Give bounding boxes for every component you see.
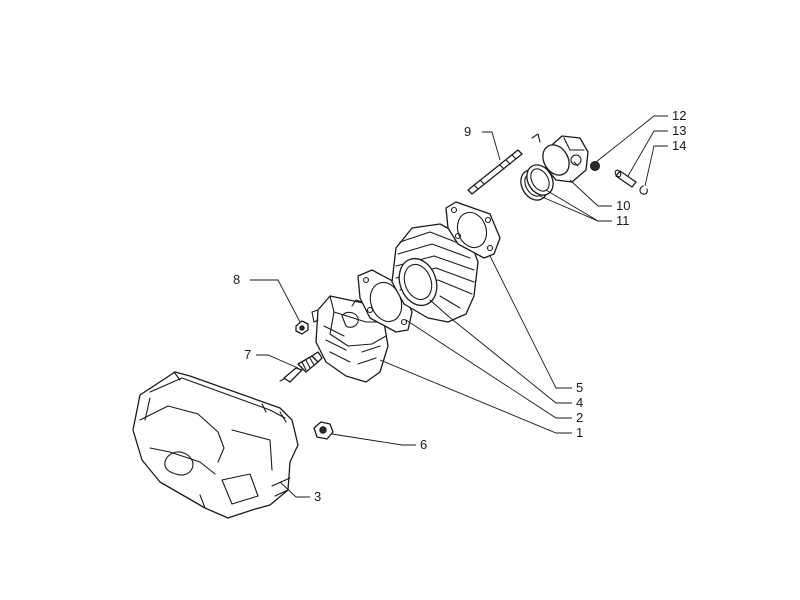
callout-10: 10: [616, 198, 631, 213]
part-6-nut: [313, 421, 334, 440]
callout-8: 8: [233, 272, 241, 287]
callout-1: 1: [576, 425, 584, 440]
callout-6: 6: [420, 437, 428, 452]
part-12-bearing: [590, 161, 600, 171]
part-14-circlip: [639, 185, 648, 195]
callout-13: 13: [672, 123, 687, 138]
callout-5: 5: [576, 380, 584, 395]
part-4-cylinder: [391, 223, 483, 323]
callout-7: 7: [244, 347, 252, 362]
leader-lines: [250, 115, 668, 498]
callout-12: 12: [672, 108, 687, 123]
callout-2: 2: [576, 410, 584, 425]
callout-14: 14: [672, 138, 687, 153]
part-9-stud: [467, 149, 523, 195]
part-10-piston: [531, 133, 589, 183]
part-7-spark-plug: [279, 351, 323, 383]
callout-4: 4: [576, 395, 584, 410]
callout-11: 11: [616, 213, 630, 228]
part-5-base-gasket: [445, 201, 501, 259]
callout-9: 9: [464, 124, 472, 139]
part-3-shroud: [132, 371, 299, 519]
part-11-piston-rings: [520, 164, 554, 201]
part-13-piston-pin: [614, 169, 637, 188]
callout-3: 3: [314, 489, 322, 504]
part-8-bolt: [295, 320, 309, 335]
